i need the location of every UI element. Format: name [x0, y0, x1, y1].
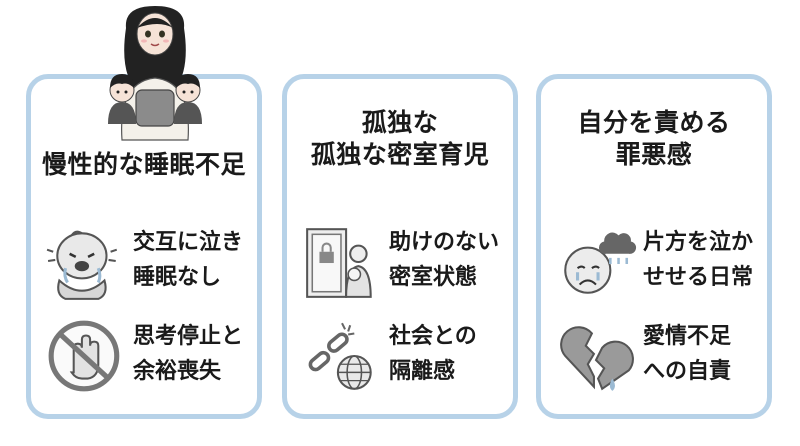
broken-chain-globe-icon — [308, 322, 372, 390]
item-text-line: 余裕喪失 — [133, 359, 222, 384]
list-item: 交互に泣き 睡眠なし — [41, 217, 251, 307]
card-title: 自分を責める 罪悪感 — [541, 107, 767, 171]
item-text-line: 社会との — [389, 324, 477, 349]
item-text: 社会との 隔離感 — [389, 319, 477, 389]
item-text-line: 交互に泣き — [133, 230, 244, 255]
broken-heart-icon — [560, 326, 634, 391]
item-text-line: 思考停止と — [133, 324, 244, 349]
crying-baby-raincloud-icon — [564, 232, 637, 294]
card-title-line: 罪悪感 — [615, 140, 693, 169]
item-text-line: 睡眠なし — [133, 265, 222, 290]
card-title-line: 孤独な — [361, 108, 439, 137]
locked-door-mother-icon — [306, 228, 372, 298]
mother-with-twins-illustration — [108, 6, 202, 141]
card-title: 孤独な 孤独な密室育児 — [287, 107, 513, 171]
item-text-line: 片方を泣か — [643, 230, 754, 255]
card-self-blame: 自分を責める 罪悪感 片方を泣か せせる日常 愛情不足 への自責 — [536, 74, 772, 419]
card-title: 慢性的な睡眠不足 — [31, 149, 257, 181]
card-title-line: 自分を責める — [577, 108, 731, 137]
item-text-line: 助けのない — [389, 230, 500, 255]
item-text: 片方を泣か せせる日常 — [643, 225, 753, 295]
item-text-line: せせる日常 — [643, 265, 754, 290]
card-isolated-parenting: 孤独な 孤独な密室育児 助けのない 密室状態 社会との — [282, 74, 518, 419]
card-title-line: 慢性的な睡眠不足 — [41, 150, 246, 179]
list-item: 片方を泣か せせる日常 — [551, 217, 761, 307]
item-text: 思考停止と 余裕喪失 — [133, 319, 243, 389]
list-item: 愛情不足 への自責 — [551, 311, 761, 401]
item-text: 助けのない 密室状態 — [389, 225, 499, 295]
item-text-line: 隔離感 — [389, 359, 456, 384]
list-item: 社会との 隔離感 — [297, 311, 507, 401]
item-text: 交互に泣き 睡眠なし — [133, 225, 243, 295]
list-item: 助けのない 密室状態 — [297, 217, 507, 307]
item-text-line: への自責 — [643, 359, 732, 384]
stop-hand-icon — [48, 320, 120, 392]
item-text-line: 愛情不足 — [643, 324, 732, 349]
item-text-line: 密室状態 — [389, 265, 478, 290]
card-title-line: 孤独な密室育児 — [310, 140, 490, 169]
item-text: 愛情不足 への自責 — [643, 319, 731, 389]
list-item: 思考停止と 余裕喪失 — [41, 311, 251, 401]
crying-baby-icon — [46, 230, 118, 300]
